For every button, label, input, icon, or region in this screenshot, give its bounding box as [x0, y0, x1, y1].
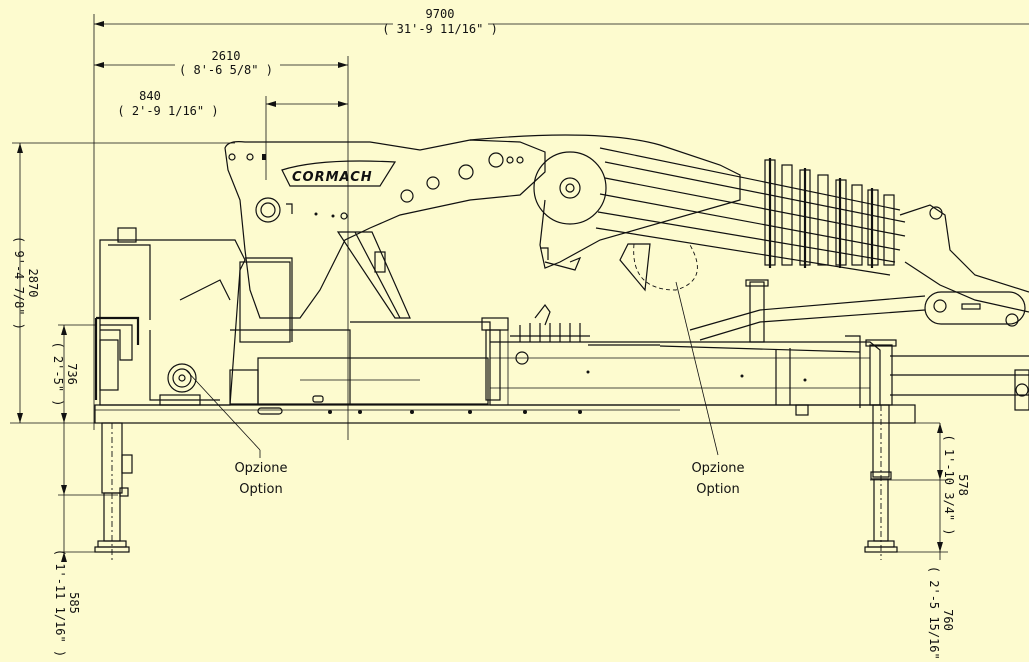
crane-column: CORMACH [224, 139, 546, 319]
dim-rear-stabilizer-extended-mm: 760 [941, 609, 955, 631]
hose-coils [510, 323, 590, 342]
extension-cylinders [764, 158, 895, 268]
dim-overall-height-mm: 2870 [26, 269, 40, 298]
dim-front-to-slew-ft: ( 8'-6 5/8" ) [179, 63, 273, 77]
dim-rear-stabilizer-retracted-ft: ( 1'-10 3/4" ) [942, 434, 956, 535]
dim-overall-length-mm: 9700 [426, 7, 455, 21]
dim-front-to-slew-mm: 2610 [212, 49, 241, 63]
dim-rear-stabilizer-retracted-mm: 578 [956, 474, 970, 496]
option-left-label-it: Opzione [234, 461, 287, 476]
dim-front-stabilizer-ft: ( 1'-11 1/16" ) [53, 549, 67, 657]
option-callouts: Opzione Option Opzione Option [185, 281, 745, 497]
crane-base [94, 227, 1029, 424]
dim-rear-stabilizer-extended-ft: ( 2'-5 15/16" ) [927, 566, 941, 662]
dim-front-stabilizer-mm: 585 [67, 592, 81, 614]
dim-base-height-mm: 736 [65, 363, 79, 385]
dimension-labels: 9700 ( 31'-9 11/16" ) 2610 ( 8'-6 5/8" )… [12, 7, 970, 662]
dim-front-to-pivot-mm: 840 [139, 89, 161, 103]
option-right-label-en: Option [696, 482, 739, 497]
option-right-label-it: Opzione [691, 461, 744, 476]
option-left-label-en: Option [239, 482, 282, 497]
dim-overall-height-ft: ( 9'-4 7/8" ) [12, 236, 26, 330]
dimension-lines [10, 14, 1029, 562]
telescopic-boom [595, 147, 1029, 343]
rear-stabilizer-leg [864, 339, 898, 560]
front-stabilizer-leg [94, 422, 133, 560]
dim-base-height-ft: ( 2'-5" ) [51, 341, 65, 406]
brand-logo-text: CORMACH [292, 170, 373, 185]
main-boom [469, 134, 741, 292]
dim-overall-length-ft: ( 31'-9 11/16" ) [382, 22, 498, 36]
dim-front-to-pivot-ft: ( 2'-9 1/16" ) [117, 104, 218, 118]
